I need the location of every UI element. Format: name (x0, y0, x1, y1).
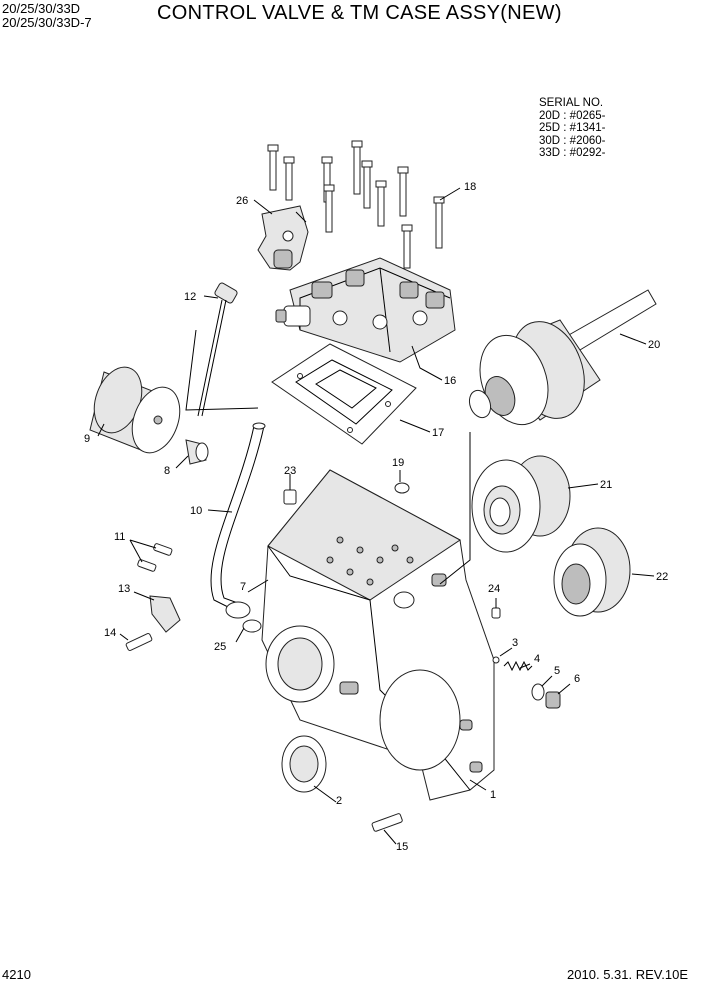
callout-8: 8 (164, 465, 170, 477)
serial-heading: SERIAL NO. (539, 97, 604, 109)
serial-number-block: SERIAL NO. 20D : #0265- 25D : #1341- 30D… (539, 97, 606, 160)
dipstick-part-12 (197, 282, 238, 417)
plunger-part-3 (492, 656, 500, 664)
pin-part-24 (491, 607, 501, 619)
callout-6: 6 (574, 673, 580, 685)
washer-part-19 (394, 482, 410, 494)
callout-18: 18 (464, 181, 476, 193)
callout-16: 16 (444, 375, 456, 387)
bolt-part-15 (371, 813, 403, 832)
serial-entry: 20D : #0265- (539, 109, 606, 122)
serial-entry: 33D : #0292- (539, 147, 606, 159)
callout-9: 9 (84, 433, 90, 445)
callout-4: 4 (534, 653, 540, 665)
leader-lines (97, 187, 655, 845)
callout-15: 15 (396, 841, 408, 853)
callout-11: 11 (114, 531, 125, 543)
callout-22: 22 (656, 571, 668, 583)
callout-5: 5 (554, 665, 560, 677)
seal-part-25 (225, 601, 262, 633)
control-valve-part-16 (275, 257, 456, 363)
serial-entry: 30D : #2060- (539, 134, 606, 147)
fitting-part-8 (185, 439, 209, 465)
transmission-case-part-1 (261, 469, 495, 801)
callout-1: 1 (490, 789, 496, 801)
callout-25: 25 (214, 641, 226, 653)
callout-20: 20 (648, 339, 660, 351)
pipe-part-10 (210, 422, 266, 613)
callout-21: 21 (600, 479, 612, 491)
callout-17: 17 (432, 427, 444, 439)
callout-23: 23 (284, 465, 296, 477)
callout-13: 13 (118, 583, 130, 595)
bolts-part-18 (267, 140, 445, 269)
callout-2: 2 (336, 795, 342, 807)
bracket-part-26 (257, 205, 309, 271)
plug-part-23 (283, 489, 297, 505)
callout-24: 24 (488, 583, 500, 595)
bolts-part-11 (137, 543, 173, 572)
plug-part-6 (545, 691, 561, 709)
clip-part-13 (149, 595, 181, 633)
page-number: 4210 (2, 967, 31, 982)
callout-10: 10 (190, 505, 202, 517)
gasket-part-17 (271, 343, 417, 445)
callout-26: 26 (236, 195, 248, 207)
gear-part-21 (471, 455, 571, 553)
oil-seal-part-2 (281, 735, 327, 793)
washer-part-5 (531, 683, 545, 701)
callout-labels: 1 2 3 4 5 6 7 8 9 10 11 12 13 14 15 16 1… (84, 181, 668, 853)
callout-14: 14 (104, 627, 116, 639)
gear-part-22 (553, 527, 631, 617)
callout-7: 7 (240, 581, 246, 593)
callout-19: 19 (392, 457, 404, 469)
model-line-1: 20/25/30/33D (2, 1, 81, 16)
clutch-shaft-part-20 (468, 289, 657, 426)
serial-entry: 25D : #1341- (539, 122, 606, 134)
date-revision: 2010. 5.31. REV.10E (567, 967, 688, 982)
callout-12: 12 (184, 291, 196, 303)
callout-3: 3 (512, 637, 518, 649)
bolt-part-14 (125, 633, 153, 651)
oil-filter-part-9 (89, 366, 181, 454)
diagram-title: CONTROL VALVE & TM CASE ASSY(NEW) (157, 2, 562, 24)
model-line-2: 20/25/30/33D-7 (2, 15, 92, 30)
spring-part-4 (503, 660, 533, 672)
